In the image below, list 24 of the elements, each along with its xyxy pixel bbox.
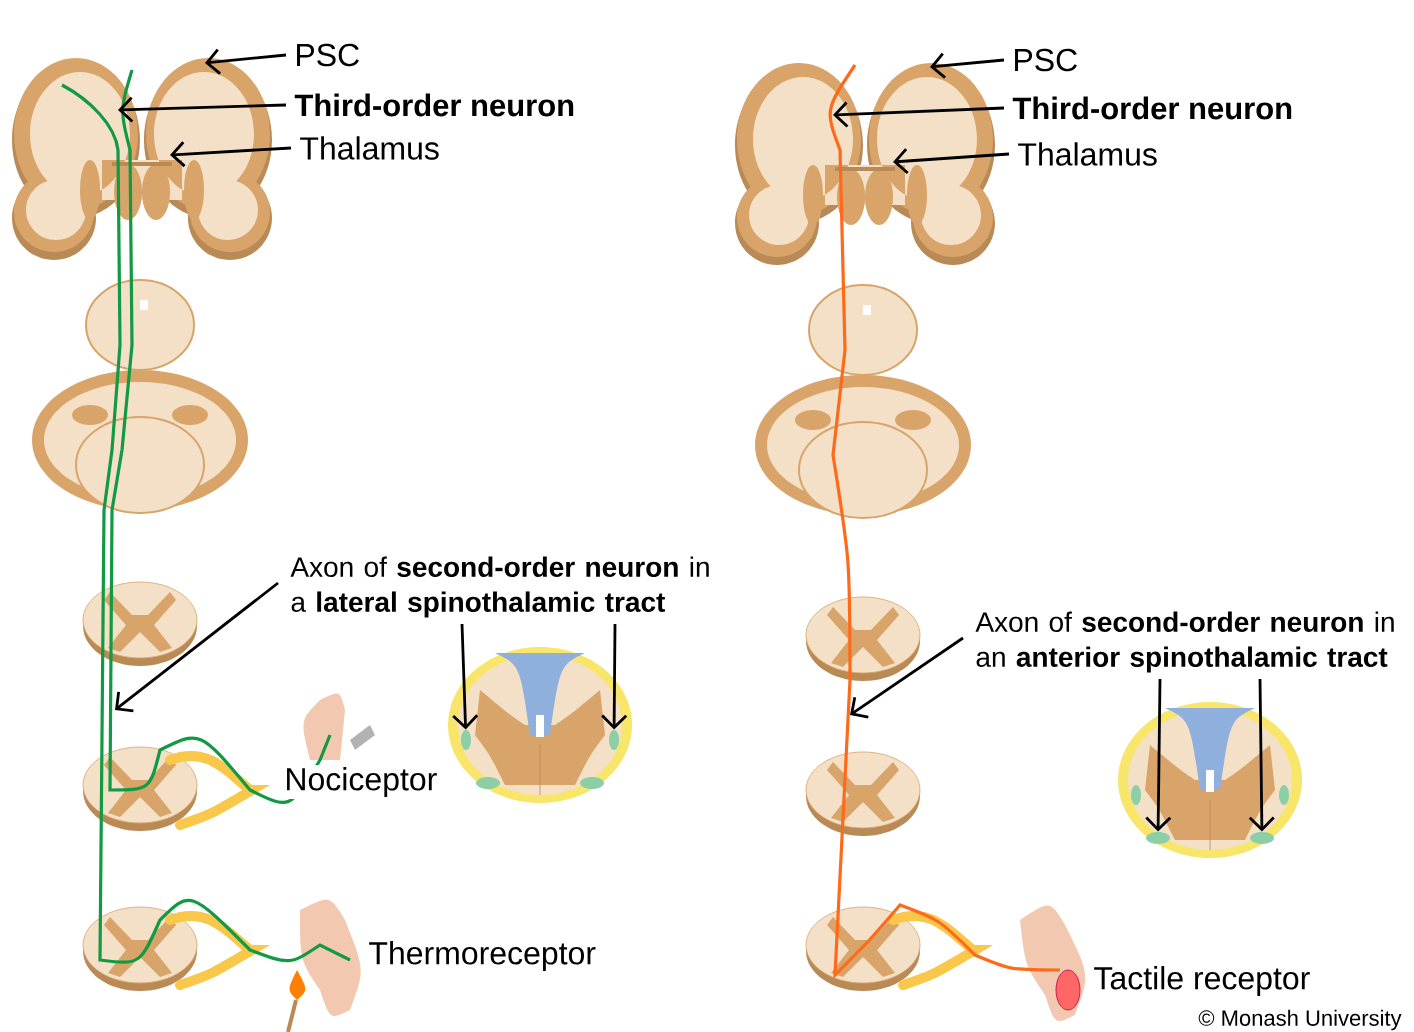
receptor-label: Nociceptor: [282, 765, 440, 799]
receptor-label: Tactile receptor: [1091, 964, 1313, 998]
leader-arrow: [452, 623, 479, 730]
callout-label: Axon of second-order neuron in a lateral spinothalamic tract: [290, 556, 709, 618]
leader-arrow: [601, 623, 628, 730]
callout-label: PSC: [1015, 48, 1077, 72]
leader-arrow: [205, 48, 287, 75]
callout-label: Axon of second-order neuron in an anterior spinothalamic tract: [975, 611, 1394, 673]
credit-text: © Monash University: [1196, 1007, 1404, 1032]
callout-label: PSC: [297, 43, 359, 67]
tract-patch: [1146, 832, 1170, 844]
leader-arrow: [1248, 678, 1275, 832]
callout-label: Thalamus: [1018, 142, 1157, 166]
leader-arrow: [850, 636, 964, 719]
callout-label: Thalamus: [300, 136, 439, 160]
callout-label: Third-order neuron: [1012, 96, 1292, 120]
tract-patch: [609, 730, 619, 750]
leader-arrow: [115, 581, 279, 713]
tract-patch: [461, 730, 471, 750]
tract-patch: [1250, 832, 1274, 844]
leader-arrow: [1145, 678, 1172, 832]
receptor-label: Thermoreceptor: [366, 939, 599, 973]
callout-label: Third-order neuron: [294, 93, 574, 117]
leader-arrow: [930, 52, 1005, 79]
